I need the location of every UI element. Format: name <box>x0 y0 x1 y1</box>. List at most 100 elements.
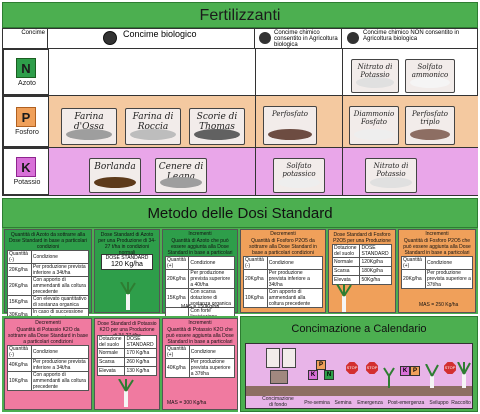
header-chimico-non-label: Concime chimico NON consentito in Agrico… <box>363 30 460 42</box>
col-header: Dotazione del suolo <box>96 335 126 349</box>
panel-p-standard: Dose Standard di Fosforo P2O5 per una Pr… <box>328 229 396 313</box>
stage-label: Pre-semina <box>304 400 330 406</box>
header-biologico: Concime biologico <box>49 29 255 48</box>
col-header: DOSE STANDARD <box>124 335 157 349</box>
bag-borlanda: Borlanda <box>89 158 141 193</box>
bag-cenere-legna: Cenere di Legna <box>155 158 207 193</box>
panel-p-incrementi: Incrementi Quantità di Fosforo P2O5 che … <box>398 229 476 313</box>
stage-label: Concimazione di fondo <box>262 396 294 408</box>
header-chimico-non: Concime chimico NON consentito in Agrico… <box>343 29 477 48</box>
bag-label: Scorie di Thomas <box>196 112 238 132</box>
mini-bag-icon <box>270 370 288 384</box>
bag-solfato-ammonico: Solfato ammonico <box>405 59 455 93</box>
col-header: Condizione <box>30 250 90 264</box>
soil <box>246 386 472 396</box>
azoto-name: Azoto <box>18 80 36 87</box>
divider <box>342 96 343 147</box>
divider <box>342 49 343 95</box>
header-chimico-bio-label: Concime chimico consentito in Agricoltur… <box>274 30 338 48</box>
col-header: Quantità (-) <box>7 250 32 264</box>
stage-label: Post-emergenza <box>387 400 425 406</box>
header-biologico-label: Concime biologico <box>123 29 197 39</box>
bag-label: Farina d'Ossa <box>73 112 105 132</box>
row-potassio: K Potassio Borlanda Cenere di Legna Solf… <box>2 148 478 196</box>
metodo-title: Metodo delle Dosi Standard <box>2 198 478 228</box>
col-header: Condizione <box>424 256 474 270</box>
bio-seal-icon <box>259 32 271 44</box>
bag-label: Solfato potassico <box>282 162 316 178</box>
bag-label: Diammonio Fosfato <box>353 110 395 126</box>
panel-n-standard: Dose Standard di Azoto per una Produzion… <box>94 229 160 313</box>
k-square-icon: K <box>308 370 318 380</box>
panel-k-incrementi-title: Incrementi <box>188 320 212 326</box>
leek-icon <box>336 284 352 312</box>
bag-label: Solfato ammonico <box>411 63 449 79</box>
panel-n-mas: MAS = 150Kg/ha <box>181 304 219 310</box>
stop-sign-icon: STOP <box>346 362 358 374</box>
panel-k-incrementi: Incrementi Quantità di Potassio K2O che … <box>162 318 238 410</box>
col-header: Quantità (+) <box>164 256 190 270</box>
leek-icon <box>120 282 136 310</box>
col-header: Condizione <box>30 345 90 359</box>
panel-k-mas: MAS = 300 Kg/ha <box>167 400 207 406</box>
mini-bag-icon <box>266 348 280 368</box>
k-square-icon: K <box>400 366 410 376</box>
panel-k-decrementi-subtitle: Quantità di Potassio K2O da sottrarre al… <box>7 327 89 345</box>
azoto-letter: N <box>16 58 36 78</box>
panel-p-mas: MAS = 250 Kg/ha <box>419 302 459 308</box>
potassio-name: Potassio <box>13 179 41 186</box>
bag-label: Borlanda <box>94 162 136 172</box>
col-header: Quantità (+) <box>401 256 426 270</box>
col-header: Quantità (+) <box>165 345 190 359</box>
stage-label: Semina <box>334 400 352 406</box>
panel-n-standard-title: Dose Standard di Azoto per una Produzion… <box>98 232 156 256</box>
bag-perfosfato: Perfosfato <box>263 106 317 145</box>
bio-seal-icon <box>103 31 117 45</box>
col-header: Dotazione del suolo <box>331 244 361 258</box>
leek-icon <box>457 362 471 388</box>
bag-nitrato-potassio-n: Nitrato di Potassio <box>351 59 399 93</box>
bag-scorie-thomas: Scorie di Thomas <box>189 108 245 145</box>
potassio-letter: K <box>16 157 36 177</box>
panel-n-incrementi: Incrementi Quantità di Azoto che può ess… <box>162 229 238 333</box>
row-potassio-label-cell: K Potassio <box>3 148 49 195</box>
fosforo-letter: P <box>16 107 36 127</box>
bag-farina-roccia: Farina di Roccia <box>125 108 181 145</box>
bag-label: Farina di Roccia <box>132 112 174 132</box>
col-header: Condizione <box>188 256 235 270</box>
divider <box>342 148 343 195</box>
bag-label: Nitrato di Potassio <box>357 63 393 79</box>
bag-perfosfato-triplo: Perfosfato triplo <box>405 106 455 145</box>
col-header: Quantità (-) <box>243 256 268 270</box>
bag-diammonio-fosfato: Diammonio Fosfato <box>349 106 399 145</box>
panel-p-decrementi-title: Decrementi <box>270 231 296 237</box>
p-square-icon: P <box>410 366 420 376</box>
dose-standard-label: DOSE STANDARD <box>105 255 149 261</box>
col-header: Condizione <box>266 256 324 270</box>
divider <box>255 49 256 95</box>
stage-label: Sviluppo <box>429 400 449 406</box>
calendario-section: Concimazione a Calendario P K N K P STOP… <box>240 316 478 412</box>
leek-icon <box>118 379 134 407</box>
divider <box>255 148 256 195</box>
bag-label: Perfosfato <box>271 110 309 118</box>
divider <box>255 96 256 147</box>
